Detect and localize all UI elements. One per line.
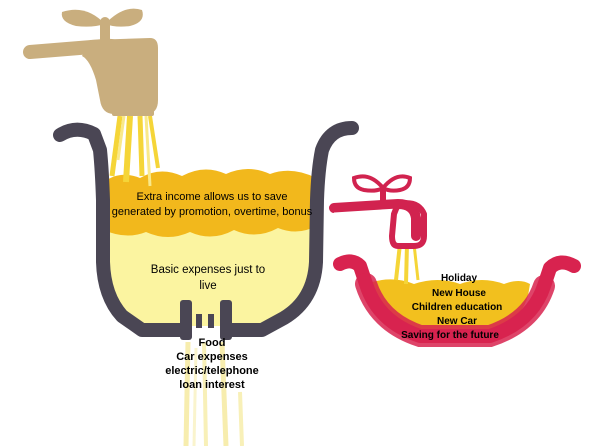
extra-income-layer xyxy=(104,169,316,237)
drain-plug-right xyxy=(220,300,232,340)
savings-bowl: Holiday New House Children education New… xyxy=(333,254,581,347)
income-text-line1: Extra income allows us to save xyxy=(136,191,287,203)
savings-item-house: New House xyxy=(432,288,486,299)
drain-segment xyxy=(196,314,202,328)
savings-item-car: New Car xyxy=(437,316,477,327)
faucet-icon xyxy=(23,8,160,187)
big-pot-outline xyxy=(53,122,191,337)
outflow-label-loan: loan interest xyxy=(179,379,245,391)
drain-plug-left xyxy=(180,300,192,340)
outflow-drips xyxy=(183,341,244,446)
savings-item-education: Children education xyxy=(412,302,503,313)
small-faucet-stream xyxy=(394,243,420,285)
big-pot-outline-right xyxy=(225,121,359,337)
outflow-label-food: Food xyxy=(199,337,226,349)
faucet-icon xyxy=(329,174,427,285)
basic-text-line2: live xyxy=(199,280,216,292)
outflow-label-car: Car expenses xyxy=(176,351,248,363)
savings-item-future: Saving for the future xyxy=(401,330,499,341)
savings-bowl-fill xyxy=(372,279,530,332)
basic-text-line1: Basic expenses just to xyxy=(151,264,265,276)
income-text-line2: generated by promotion, overtime, bonus xyxy=(112,206,313,218)
basic-expenses-layer xyxy=(104,216,316,326)
big-pot: Extra income allows us to save generated… xyxy=(53,121,359,340)
drain-segment xyxy=(208,314,214,328)
big-faucet-stream xyxy=(109,115,160,187)
savings-item-holiday: Holiday xyxy=(441,273,478,284)
outflow-label-utilities: electric/telephone xyxy=(165,365,259,377)
